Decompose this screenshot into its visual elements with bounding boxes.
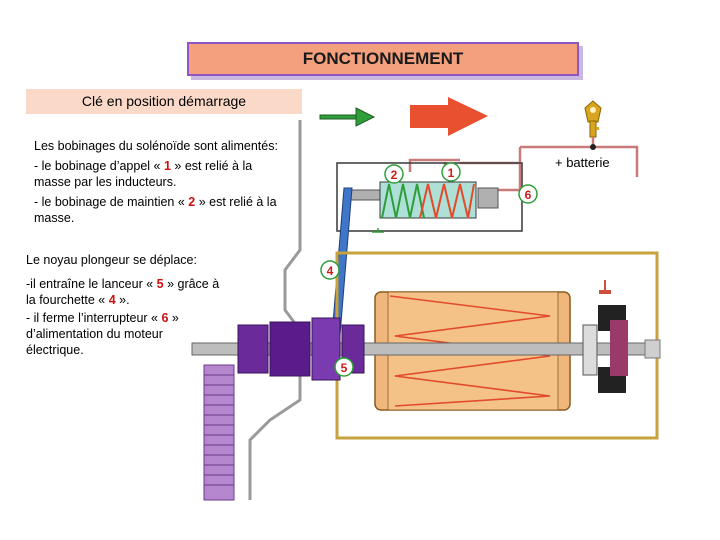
label-1: 1 [441, 162, 461, 182]
bullet-call-coil: - le bobinage d’appel « 1 » est relié à … [34, 158, 284, 190]
bullet-switch-b: » d’alimentation du moteur électrique. [26, 311, 179, 357]
ref-number-2: 2 [188, 195, 196, 209]
bullet-pinion: -il entraîne le lanceur « 5 » grâce à la… [26, 276, 226, 308]
battery-label: + batterie [555, 155, 610, 170]
svg-text:2: 2 [391, 168, 398, 182]
bullet-pinion-a: -il entraîne le lanceur « [26, 277, 157, 291]
bullet-switch-a: - il ferme l’interrupteur « [26, 311, 162, 325]
bullet-switch: - il ferme l’interrupteur « 6 » d’alimen… [26, 310, 216, 358]
ref-number-6: 6 [161, 311, 169, 325]
subtitle: Clé en position démarrage [26, 89, 302, 114]
label-5: 5 [334, 357, 354, 377]
bullet-call-coil-b: » est relié à la masse par les inducteur… [34, 159, 253, 189]
svg-text:6: 6 [525, 188, 532, 202]
bullet-call-coil-a: - le bobinage d’appel « [34, 159, 164, 173]
red-arrow-icon [410, 97, 488, 136]
ref-number-1: 1 [163, 159, 171, 173]
key-icon [584, 100, 602, 138]
ref-number-4: 4 [108, 293, 116, 307]
intro-text: Les bobinages du solénoïde sont alimenté… [34, 139, 278, 153]
plunger-heading: Le noyau plongeur se déplace: [26, 253, 197, 267]
ref-number-5: 5 [156, 277, 164, 291]
bullet-hold-coil: - le bobinage de maintien « 2 » est reli… [34, 194, 294, 226]
svg-text:4: 4 [327, 264, 334, 278]
label-2: 2 [384, 164, 404, 184]
bullet-pinion-c: ». [115, 293, 130, 307]
bullet-hold-coil-a: - le bobinage de maintien « [34, 195, 189, 209]
bullet-hold-coil-b: » est relié à la masse. [34, 195, 277, 225]
bullet-pinion-b: » grâce à la fourchette « [26, 277, 220, 307]
page-title: FONCTIONNEMENT [187, 42, 579, 76]
green-arrow-icon [319, 107, 376, 127]
svg-text:5: 5 [341, 361, 348, 375]
svg-text:1: 1 [448, 166, 455, 180]
label-6: 6 [518, 184, 538, 204]
label-4: 4 [320, 260, 340, 280]
